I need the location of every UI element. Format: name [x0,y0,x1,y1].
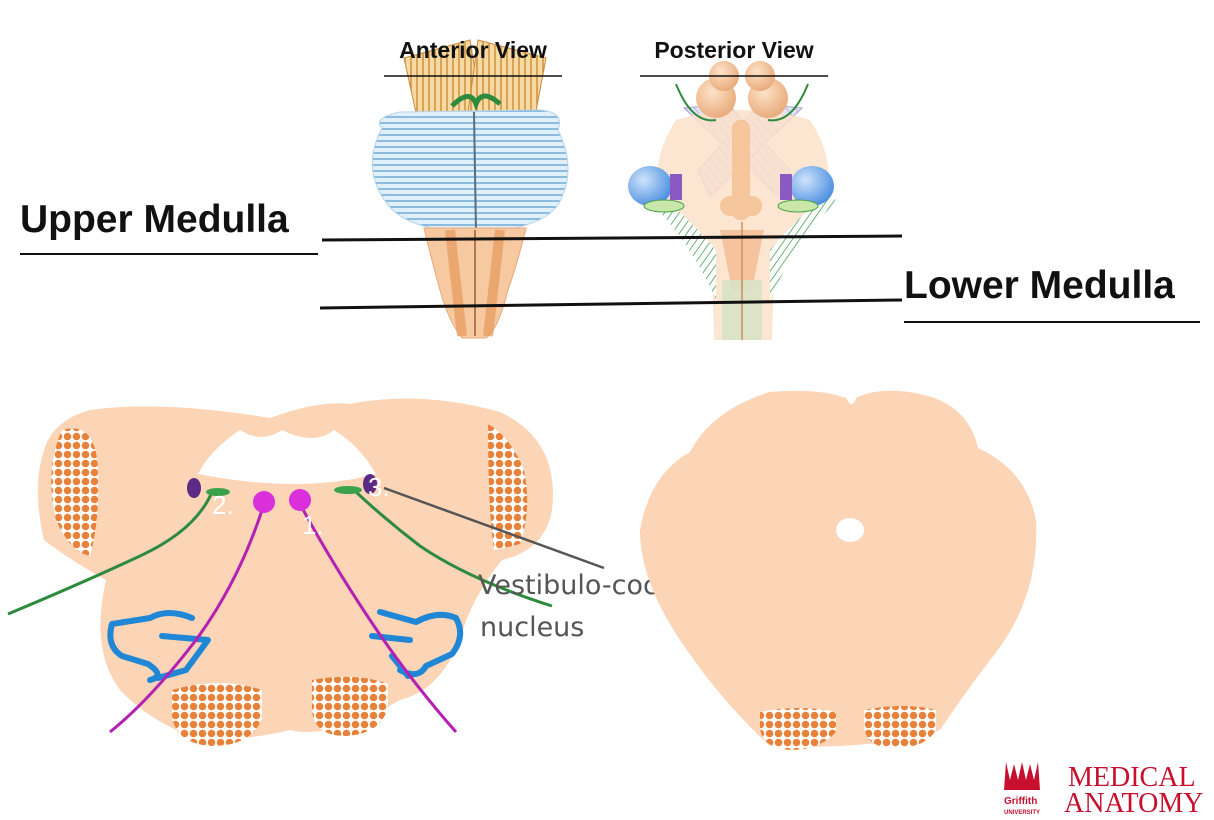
lower-medulla-level-line [319,298,903,310]
anterior-view-heading: Anterior View [399,37,547,63]
griffith-crest-icon [1004,762,1040,790]
posterior-brainstem [628,61,838,340]
upper-medulla-section [7,398,605,746]
anterior-brainstem [371,39,569,339]
logo-line-2: ANATOMY [1064,788,1204,819]
logo-brand: Griffith [1004,796,1037,807]
marker-2: 2. [212,490,234,520]
logo-line-1: MEDICAL [1068,762,1196,793]
upper-medulla-label: Upper Medulla [20,198,289,241]
griffith-logo: Griffith UNIVERSITY MEDICAL ANATOMY [1004,762,1204,819]
marker-3: 3. [368,472,390,502]
marker-1: 1. [302,510,324,540]
logo-sub: UNIVERSITY [1004,810,1040,816]
posterior-view-heading: Posterior View [654,37,813,63]
lower-medulla-label: Lower Medulla [904,264,1175,307]
lower-medulla-section [640,390,1037,750]
upper-medulla-level-line [321,234,903,242]
callout-line-2: nucleus [480,612,584,643]
callout-pointer-line [383,486,605,570]
